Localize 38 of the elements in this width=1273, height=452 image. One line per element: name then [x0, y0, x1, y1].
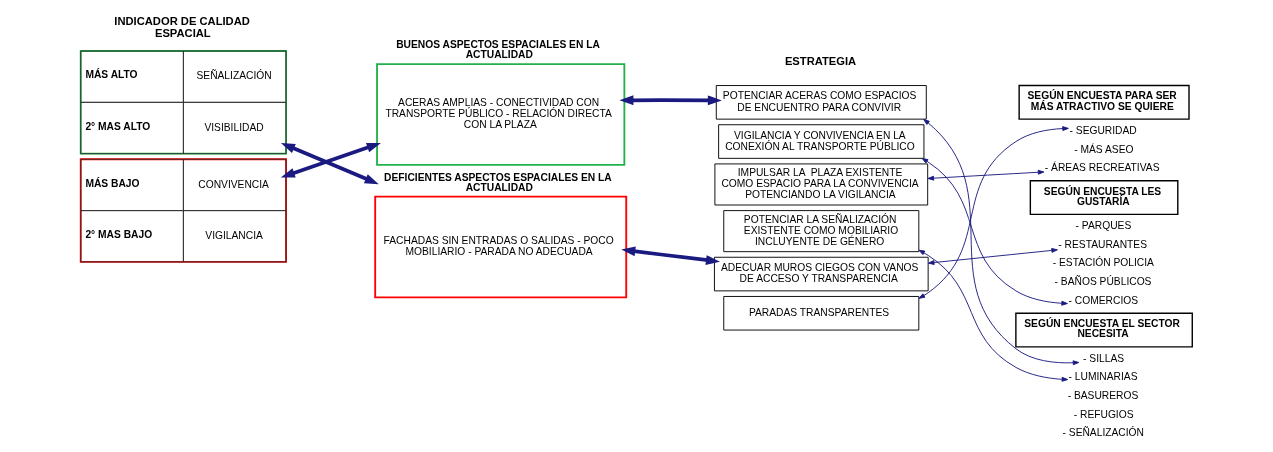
- node-box: PARADAS TRANSPARENTES: [723, 296, 920, 331]
- arrow: [918, 126, 1069, 299]
- node-text: - SEGURIDAD: [1069, 124, 1137, 136]
- node-box: POTENCIAR LA SEÑALIZACIÓN EXISTENTE COMO MOBILIARIO INCLUYENTE DE GÉNERO: [723, 210, 920, 253]
- arrow: [918, 249, 1069, 382]
- node-label: DEFICIENTES ASPECTOS ESPACIALES EN LA ACTUALIDAD: [384, 171, 612, 193]
- arrow: [280, 142, 381, 178]
- node-box: SEGÚN ENCUESTA PARA SER MÁS ATRACTIVO SE QUIERE: [1018, 84, 1190, 120]
- node-box: IMPULSAR LA PLAZA EXISTENTE COMO ESPACIO PARA LA CONVIVENCIA POTENCIANDO LA VIGILANCIA: [714, 163, 929, 206]
- arrow: [923, 119, 1080, 366]
- node-text: - RESTAURANTES: [1058, 238, 1147, 250]
- node-text: - SILLAS: [1083, 352, 1125, 364]
- node-box: VIGILANCIA Y CONVIVENCIA EN LA CONEXIÓN AL TRANSPORTE PÚBLICO: [718, 124, 925, 159]
- node-box: SEGÚN ENCUESTA LES GUSTARÍA: [1029, 180, 1179, 216]
- node-text: - LUMINARIAS: [1068, 371, 1138, 383]
- node-box: ACERAS AMPLIAS - CONECTIVIDAD CON TRANSPORTE PÚBLICO - RELACIÓN DIRECTA CON LA PLAZA: [376, 63, 626, 166]
- arrow: [927, 169, 1045, 181]
- node-text: - BAÑOS PÚBLICOS: [1054, 276, 1152, 288]
- node-box: POTENCIAR ACERAS COMO ESPACIOS DE ENCUENTRO PARA CONVIVIR: [715, 85, 927, 120]
- node-text: - BASUREROS: [1067, 389, 1139, 401]
- node-label: BUENOS ASPECTOS ESPACIALES EN LA ACTUALIDAD: [396, 39, 600, 61]
- arrow: [921, 157, 1068, 306]
- arrow: [619, 95, 722, 106]
- label: INDICADOR DE CALIDAD ESPACIAL: [114, 15, 250, 39]
- arrow: [280, 143, 379, 185]
- node-text: - COMERCIOS: [1068, 294, 1139, 306]
- node-box: ADECUAR MUROS CIEGOS CON VANOS DE ACCESO Y TRANSPARENCIA: [713, 256, 929, 292]
- node-text: - MÁS ASEO: [1074, 143, 1134, 155]
- node-text: - REFUGIOS: [1073, 408, 1134, 420]
- arrow: [927, 248, 1058, 265]
- node-text: - SEÑALIZACIÓN: [1062, 427, 1144, 439]
- node-box: FACHADAS SIN ENTRADAS O SALIDAS - POCO MOBILIARIO - PARADA NO ADECUADA: [374, 195, 628, 299]
- arrow: [621, 246, 720, 265]
- node-text: - PARQUES: [1075, 220, 1132, 232]
- node-box: SEGÚN ENCUESTA EL SECTOR NECESITA: [1015, 312, 1193, 348]
- node-text: - ESTACIÓN POLICIA: [1052, 257, 1154, 269]
- node-text: - ÁREAS RECREATIVAS: [1044, 162, 1160, 174]
- label: ESTRATEGIA: [784, 55, 857, 68]
